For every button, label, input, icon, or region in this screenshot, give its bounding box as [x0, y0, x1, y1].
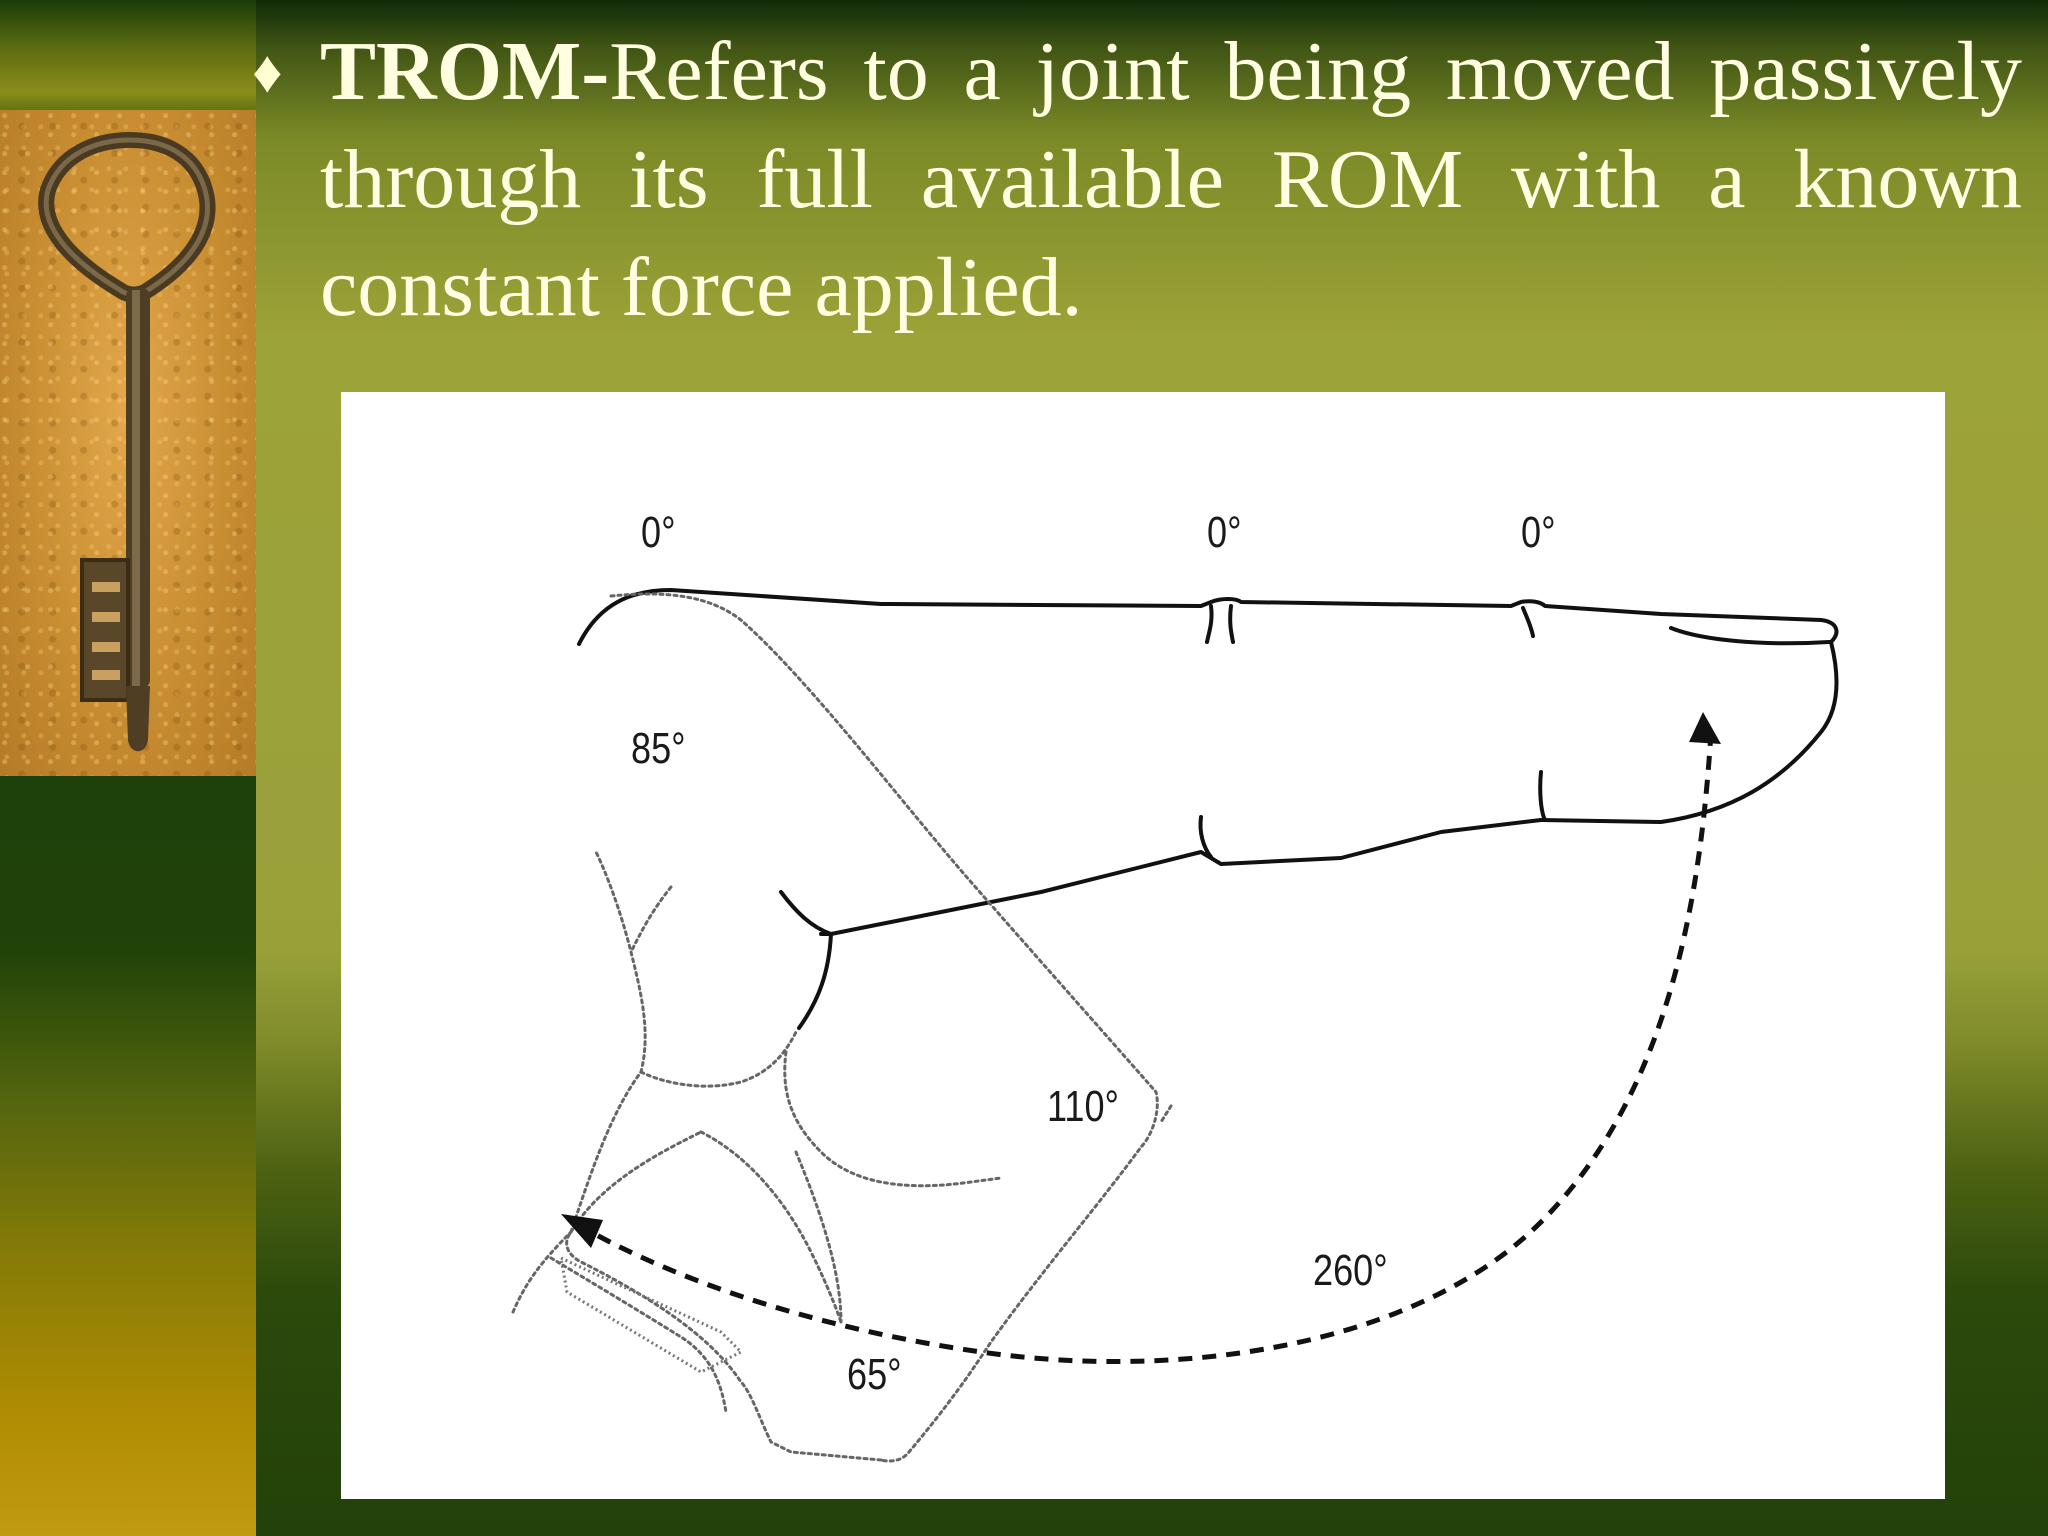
arc-arrowhead-up	[1689, 712, 1721, 744]
mcp-flexion-label: 85°	[631, 724, 686, 773]
definition-paragraph: TROM-Refers to a joint being moved passi…	[320, 18, 2022, 342]
bullet-point: ♦ TROM-Refers to a joint being moved pas…	[252, 18, 2024, 348]
key-icon	[38, 132, 216, 752]
rotation-arc	[589, 731, 1714, 1365]
pip-extension-label: 0°	[1207, 508, 1242, 557]
dip-extension-label: 0°	[1521, 508, 1556, 557]
arc-arrowhead-left	[561, 1214, 603, 1248]
dip-flexion-label: 65°	[847, 1350, 902, 1399]
term-label: TROM-	[320, 25, 610, 118]
key-photo	[0, 110, 256, 776]
flexed-nail-outline	[559, 1255, 744, 1374]
definition-text: Refers to a joint being moved passively …	[320, 25, 2022, 334]
pip-flexion-label: 110°	[1047, 1082, 1119, 1131]
diamond-bullet-icon: ♦	[252, 39, 283, 105]
flexed-finger-outline	[511, 592, 1173, 1463]
finger-illustration	[511, 588, 1839, 1463]
mcp-extension-label: 0°	[641, 508, 676, 557]
total-arc-label: 260°	[1313, 1246, 1388, 1295]
extended-finger-outline	[577, 588, 1839, 1030]
finger-rom-diagram: 0° 0° 0° 85° 110° 260° 65°	[341, 392, 1945, 1499]
